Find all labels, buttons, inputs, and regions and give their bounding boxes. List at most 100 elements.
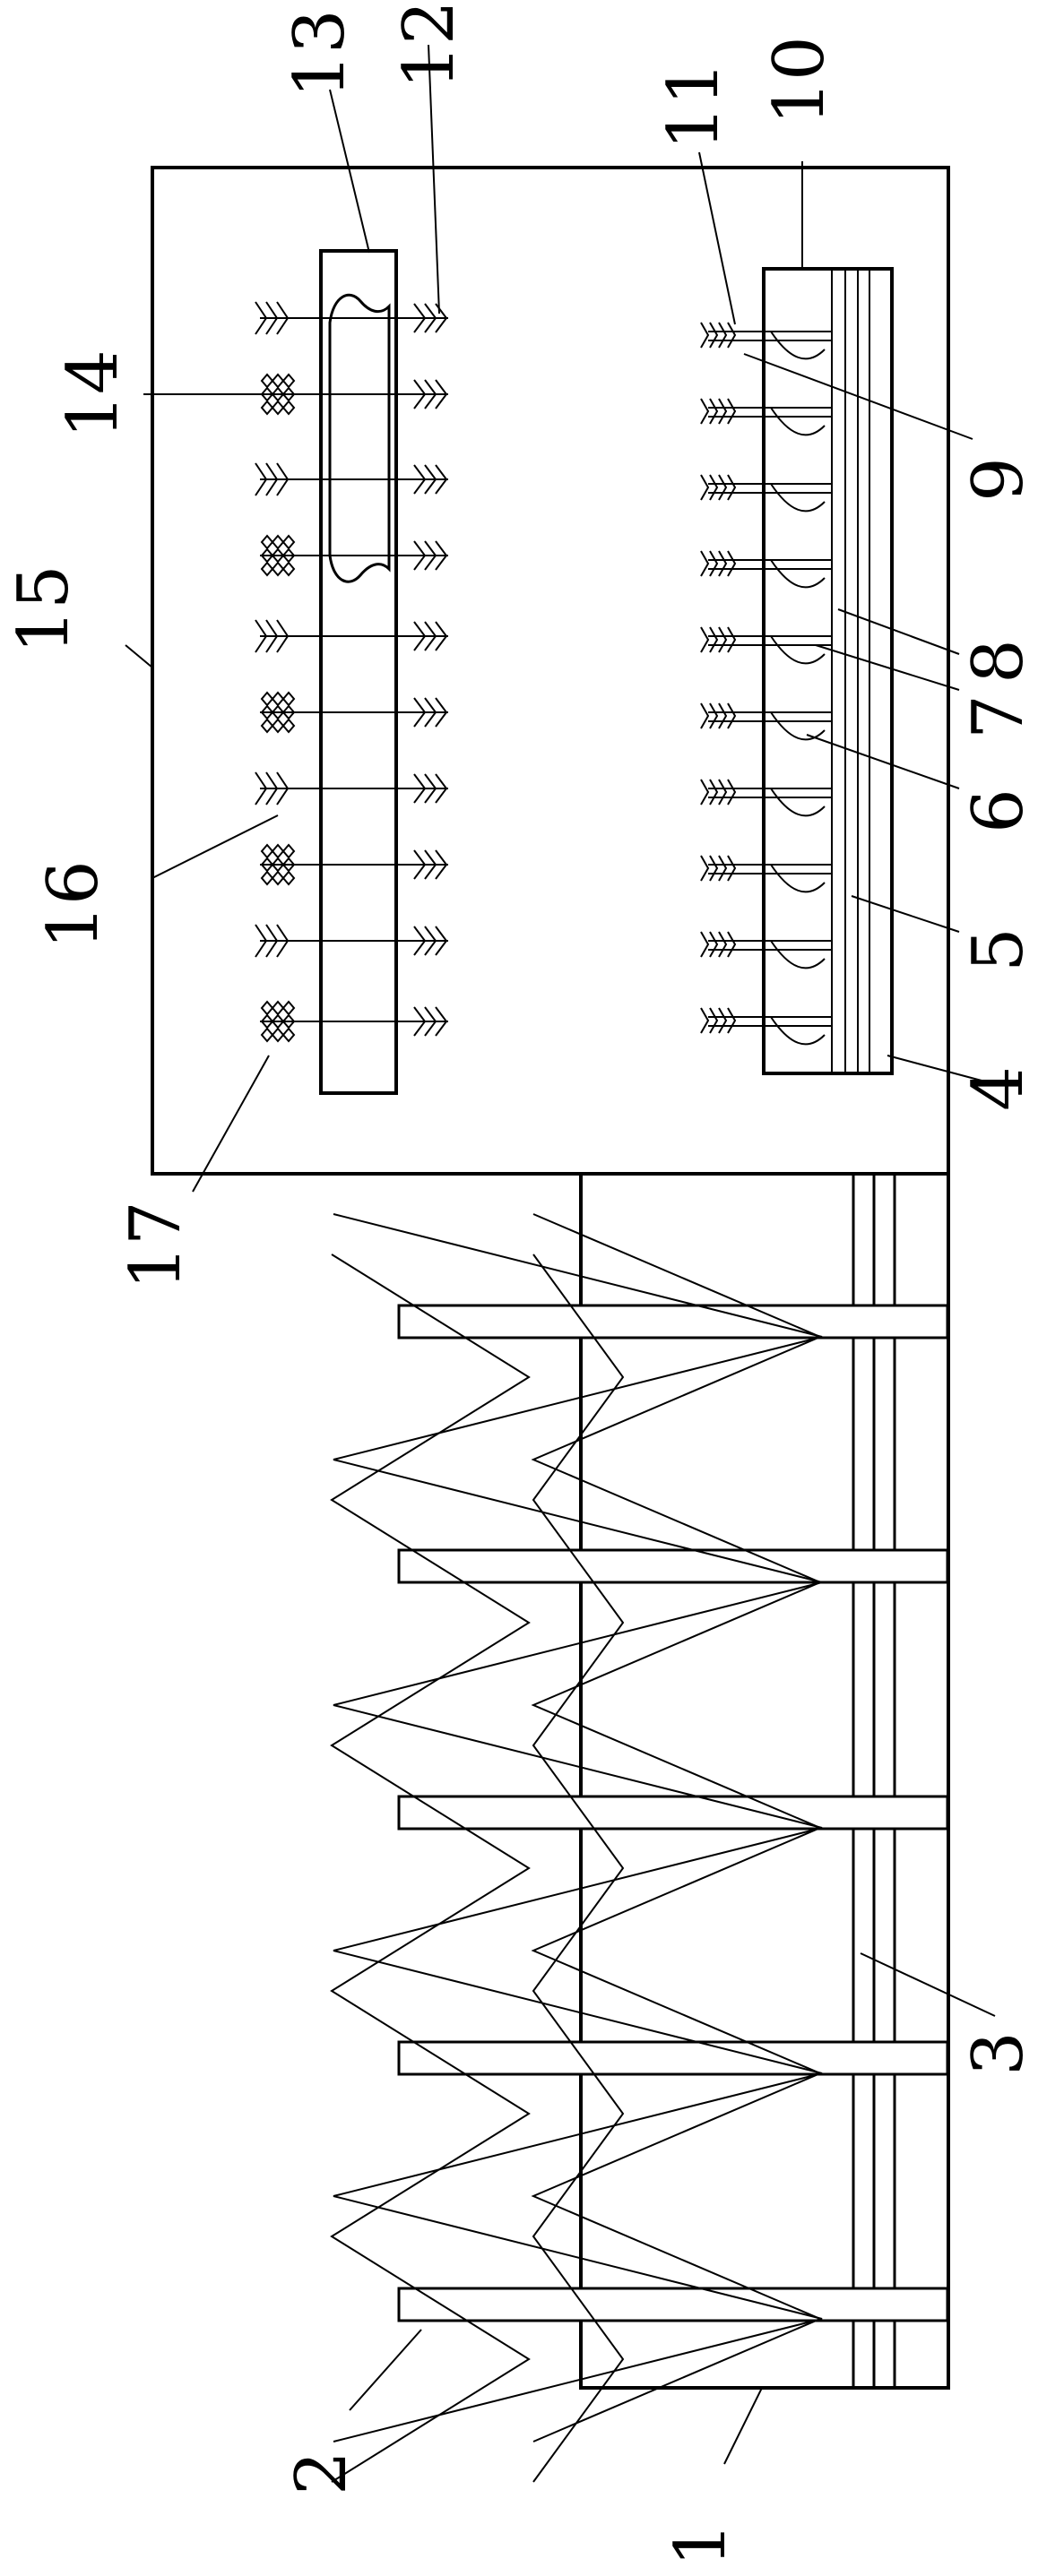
chevron [700,550,710,577]
sensor-row [700,626,832,665]
leaf [260,534,274,550]
chevron [255,301,268,335]
chevron [700,779,710,806]
chevron [709,1007,719,1034]
label-4: 4 [958,1066,1039,1111]
chevron [276,771,290,806]
chevron [424,303,437,333]
leaf [281,561,296,577]
label-1: 1 [661,2522,741,2567]
label-6: 6 [958,788,1039,833]
leaf [260,400,274,416]
root [770,864,826,893]
leaf [281,1013,296,1030]
chevron [709,779,719,806]
leaf [271,1000,285,1016]
chevron [435,621,448,651]
plant-row [255,462,448,496]
chevron [413,697,427,728]
chevron [718,855,728,882]
chevron [435,926,448,956]
leaf [281,1000,296,1016]
chevron [413,540,427,571]
plant-row [260,691,448,734]
apparatus-10 [762,267,894,1075]
root [770,483,826,513]
chevron [435,697,448,728]
plant-row [260,1000,448,1043]
label-9: 9 [958,457,1039,502]
chevron [435,464,448,495]
leaf [281,704,296,720]
chevron [424,697,437,728]
chevron [413,926,427,956]
chevron [709,855,719,882]
leaf [271,870,285,886]
leaf [271,718,285,734]
chevron [424,464,437,495]
chevron [265,771,279,806]
sensor-row [700,474,832,513]
leaf [281,534,296,550]
leaf [260,373,274,389]
posts [397,1304,949,2322]
chevron [700,626,710,653]
chevron [413,303,427,333]
chevron [424,540,437,571]
sensor-row [700,398,832,436]
label-17: 17 [116,1201,196,1289]
chevron [718,702,728,729]
label-3: 3 [958,2031,1039,2076]
chevron [435,540,448,571]
chevron [435,849,448,880]
leaf [281,400,296,416]
leaf [281,870,296,886]
upper-box-15 [151,166,950,1176]
chevron [424,1006,437,1037]
chevron [424,621,437,651]
chevron [727,322,737,349]
label-5: 5 [958,927,1039,972]
plant-row [255,771,448,806]
plant-row [255,924,448,958]
chevron [727,474,737,501]
root [770,940,826,969]
leader-lines [125,44,996,2465]
chevron [276,924,290,958]
chevron [265,619,279,653]
leaf [260,843,274,859]
chevron [727,702,737,729]
chevron [709,550,719,577]
leaf [260,691,274,707]
sensor-row [700,855,832,893]
chevron [435,379,448,409]
chevron [413,773,427,804]
chevron [435,1006,448,1037]
plant-row [255,619,448,653]
chevron [700,322,710,349]
chevron [727,626,737,653]
root [770,711,826,741]
chevron [413,621,427,651]
leaf [260,718,274,734]
label-7: 7 [958,694,1039,739]
crop-row-c [330,1254,531,2483]
post [397,1304,949,1340]
leaf [260,1027,274,1043]
chevron [276,462,290,496]
label-16: 16 [33,860,114,949]
chevron [718,550,728,577]
chevron [700,702,710,729]
post [397,2287,949,2322]
label-15: 15 [4,564,84,653]
chevron [727,1007,737,1034]
label-13: 13 [280,9,360,98]
crop-rows-2 [330,1213,823,2483]
sensor-row [700,702,832,741]
leaf [281,718,296,734]
chevron [709,322,719,349]
chevron [700,931,710,958]
chevron [718,474,728,501]
chevron [435,773,448,804]
